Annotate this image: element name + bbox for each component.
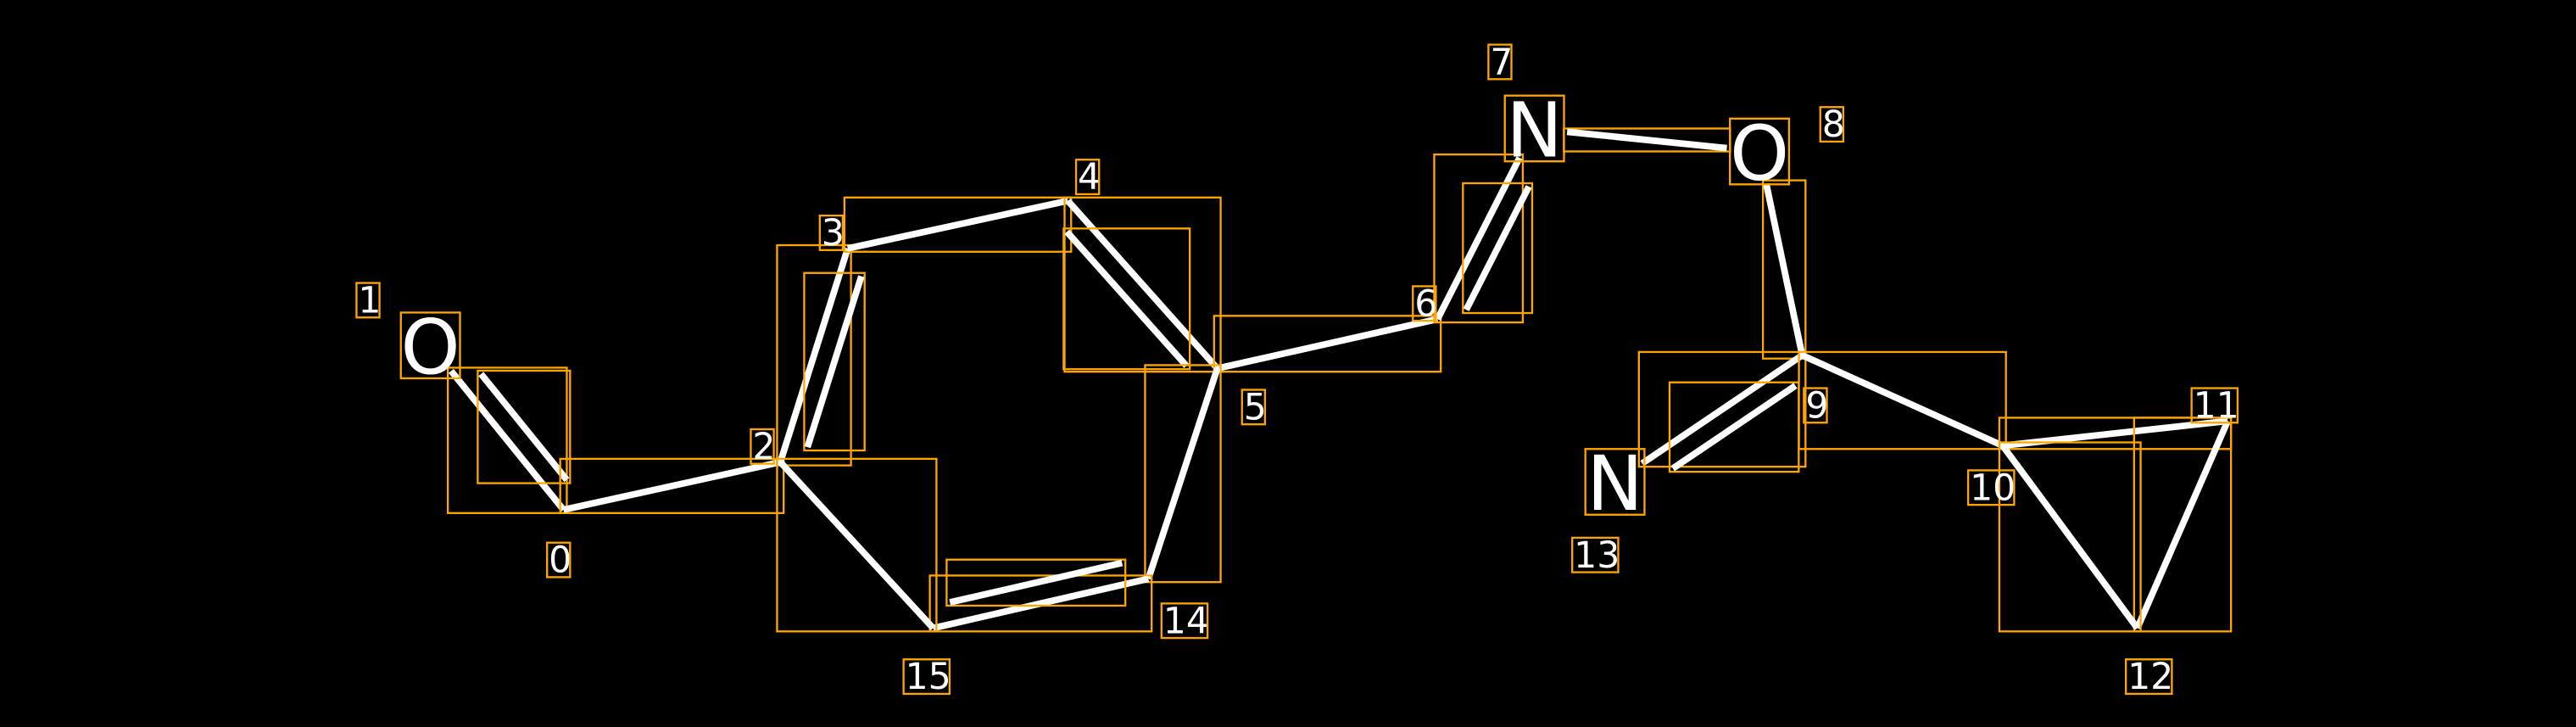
bond-7	[1566, 128, 1727, 152]
atom-symbol-o: O	[401, 304, 460, 392]
bond-16-box	[776, 457, 938, 633]
bond-3-box	[843, 196, 1073, 253]
atom-index-label-box	[1487, 43, 1513, 81]
atom-symbol-o: O	[1730, 109, 1789, 198]
bond-0-second-line-box	[477, 369, 572, 484]
bond-6	[1434, 156, 1523, 321]
bond-2-box	[776, 243, 852, 467]
bond-12	[2134, 419, 2231, 629]
bond-13-box	[1998, 441, 2142, 633]
atom-index-label-box	[1819, 106, 1845, 143]
atom-index-label: 1	[358, 279, 381, 322]
atom-index-label: 15	[906, 656, 951, 698]
atom-index-label-box	[546, 541, 572, 579]
bond-14	[1145, 367, 1221, 580]
bond-14-box	[1144, 364, 1222, 584]
atom-index-label: 12	[2127, 656, 2173, 698]
bond-5-box	[1213, 315, 1442, 373]
bond-15-second-line	[949, 559, 1124, 606]
atom-index-label: 2	[752, 426, 775, 468]
atom-index-label-box	[750, 428, 775, 465]
atom-index-label-box	[818, 214, 845, 251]
bond-12-box	[2133, 417, 2233, 633]
atom-index-label: 7	[1490, 42, 1513, 84]
bond-0-box	[446, 366, 568, 514]
atom-index-label: 14	[1163, 600, 1209, 642]
bond-4-second-line-box	[1062, 227, 1191, 371]
bond-1	[562, 458, 782, 513]
atom-8-box	[1729, 117, 1791, 186]
bonds-layer	[446, 127, 2233, 633]
atom-index-label-box	[1074, 159, 1101, 196]
bond-0	[449, 368, 566, 512]
atom-index-label: 8	[1822, 103, 1845, 146]
atom-index-label-box	[2124, 658, 2173, 696]
bond-9-second-line	[1670, 383, 1798, 472]
bond-6-box	[1433, 153, 1525, 324]
bond-4-second-line	[1064, 229, 1190, 368]
bond-6-second-line	[1463, 185, 1532, 311]
bond-13	[1999, 444, 2140, 630]
atom-index-label: 11	[2194, 384, 2239, 427]
atoms-layer: O N O N	[399, 87, 1791, 528]
atom-index-label-box	[1803, 387, 1828, 424]
atom-index-label-box	[1571, 536, 1620, 573]
bond-15-second-line-box	[945, 558, 1127, 607]
bond-6-second-line-box	[1462, 182, 1534, 315]
bond-15-box	[928, 574, 1153, 633]
bond-5	[1216, 316, 1439, 372]
atom-index-label-box	[1160, 602, 1209, 640]
atom-index-label: 5	[1244, 386, 1267, 428]
atom-index-label: 4	[1078, 156, 1101, 199]
atom-index-label-box	[1412, 285, 1437, 322]
atom-symbol-n: N	[1586, 440, 1643, 528]
atom-symbol-n: N	[1506, 87, 1563, 175]
atom-index-label-box	[902, 658, 951, 696]
bond-9-box	[1637, 350, 1807, 468]
bond-4-box	[1063, 196, 1222, 373]
atom-7-box	[1503, 94, 1565, 163]
bond-2-second-line	[804, 275, 865, 449]
atom-index-label: 13	[1574, 534, 1620, 577]
bond-1-box	[559, 457, 785, 514]
atom-1-box	[399, 311, 461, 380]
atom-index-label-box	[2190, 387, 2239, 424]
atom-index-label: 9	[1805, 384, 1828, 427]
atom-index-label: 3	[822, 212, 845, 254]
bond-0-second-line	[478, 372, 570, 483]
atom-index-label: 6	[1414, 282, 1437, 325]
atom-index-label-box	[355, 282, 381, 319]
bond-3	[846, 197, 1069, 252]
bond-10	[1800, 352, 2004, 449]
bond-2-second-line-box	[803, 271, 866, 452]
atom-index-label: 0	[549, 540, 572, 582]
atom-index-label: 10	[1970, 467, 2016, 509]
atom-index-label-box	[1966, 469, 2016, 506]
atom-index-label-box	[1241, 389, 1267, 426]
bond-10-box	[1798, 350, 2007, 450]
atom-13-box	[1584, 448, 1646, 516]
bond-2	[777, 247, 851, 463]
bond-16	[778, 460, 936, 631]
bond-8-box	[1761, 179, 1807, 360]
bond-8	[1763, 182, 1806, 356]
bond-15	[932, 575, 1150, 632]
